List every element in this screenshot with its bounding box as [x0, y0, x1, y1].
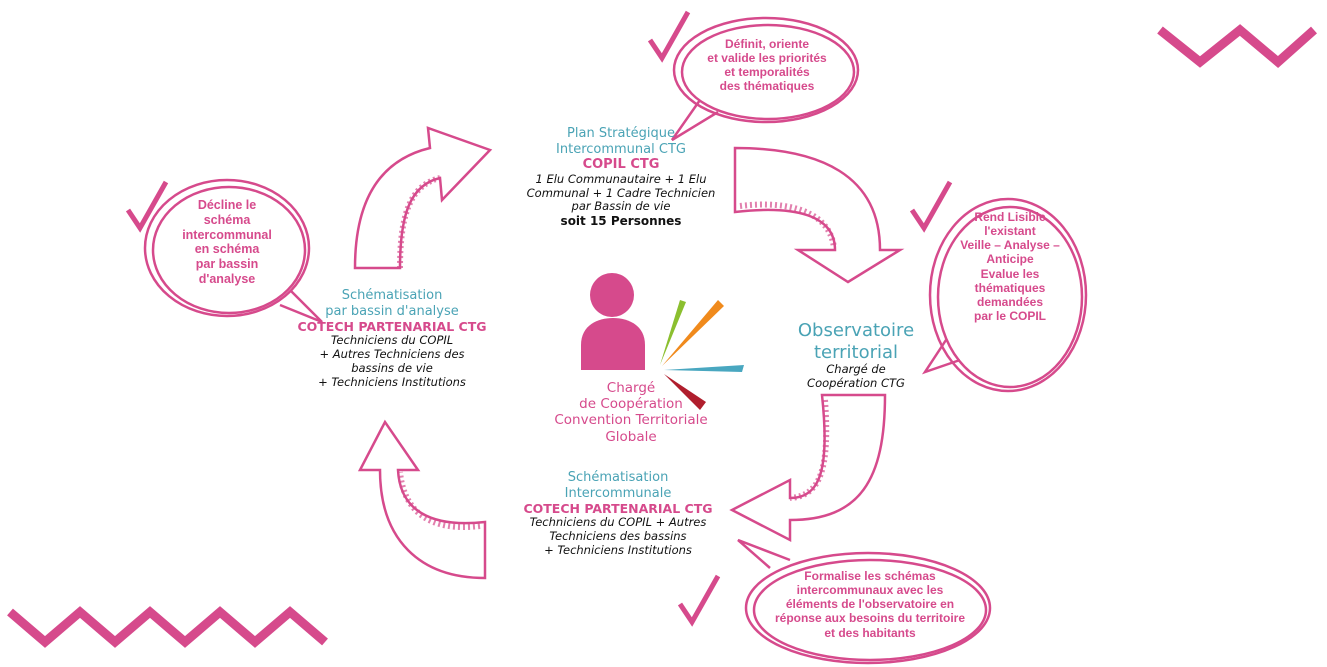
right-node-title1: Observatoire: [797, 320, 915, 341]
left-bubble-line: en schéma: [194, 242, 260, 257]
color-fan-icon: [660, 300, 744, 410]
top-node: Plan Stratégique Intercommunal CTG COPIL…: [506, 126, 736, 229]
left-bubble-line: d'analyse: [198, 271, 256, 286]
left-node-desc2: + Autres Techniciens des: [319, 346, 465, 361]
top-bubble-line: des thématiques: [719, 79, 815, 94]
bottom-bubble-line: Formalise les schémas: [804, 569, 936, 583]
left-node-desc1: Techniciens du COPIL: [330, 333, 454, 348]
bottom-bubble-text: Formalise les schémas intercommunaux ave…: [752, 569, 988, 640]
zigzag-top-right: [1157, 24, 1317, 68]
bottom-node-desc2: Techniciens des bassins: [549, 528, 687, 543]
right-node: Observatoire territorial Chargé de Coopé…: [776, 320, 936, 391]
bottom-node-desc3: + Techniciens Institutions: [544, 542, 692, 557]
right-bubble-text: Rend Lisible l'existant Veille – Analyse…: [946, 210, 1074, 323]
bottom-node-desc1: Techniciens du COPIL + Autres: [529, 515, 707, 530]
checkmark-icon-bottom: [677, 574, 721, 627]
right-bubble-line: Evalue les: [980, 266, 1040, 281]
checkmark-icon-right: [909, 180, 953, 233]
center-label: Chargé de Coopération Convention Territo…: [540, 380, 722, 445]
left-node: Schématisation par bassin d'analyse COTE…: [278, 288, 506, 389]
checkmark-icon-top: [647, 10, 691, 63]
left-node-line1: Schématisation: [341, 288, 443, 303]
left-bubble-line: par bassin: [195, 257, 259, 271]
right-bubble-line: par le COPIL: [973, 309, 1047, 324]
top-node-title: COPIL CTG: [582, 157, 660, 173]
left-bubble-line: Décline le: [197, 198, 257, 212]
right-bubble-line: demandées: [976, 294, 1044, 309]
top-bubble-line: et valide les priorités: [707, 51, 827, 66]
top-node-line1: Plan Stratégique: [567, 126, 675, 141]
bottom-node: Schématisation Intercommunale COTECH PAR…: [500, 470, 736, 558]
arrow-left-to-top: [353, 126, 493, 270]
top-bubble-line: et temporalités: [724, 65, 810, 80]
right-bubble-line: thématiques: [974, 280, 1046, 295]
left-node-title: COTECH PARTENARIAL CTG: [297, 319, 487, 335]
top-node-desc4: soit 15 Personnes: [560, 214, 682, 229]
bottom-bubble-line: intercommunaux avec les: [796, 583, 944, 598]
top-node-desc3: par Bassin de vie: [571, 199, 671, 214]
left-bubble-shape: [143, 178, 323, 324]
person-icon: [581, 273, 645, 370]
bottom-bubble-shape: [737, 538, 992, 665]
top-node-line2: Intercommunal CTG: [556, 141, 686, 157]
right-bubble-line: Anticipe: [986, 252, 1034, 267]
right-node-desc2: Coopération CTG: [807, 375, 905, 390]
top-node-desc1: 1 Elu Communautaire + 1 Elu: [535, 171, 707, 186]
left-node-desc3: bassins de vie: [351, 360, 433, 375]
left-node-line2: par bassin d'analyse: [325, 303, 459, 319]
top-bubble-line: Définit, oriente: [724, 37, 809, 51]
arrow-bottom-to-left: [357, 419, 487, 580]
top-bubble-text: Définit, oriente et valide les priorités…: [688, 37, 846, 94]
top-bubble-shape: [670, 16, 860, 142]
right-bubble-line: l'existant: [984, 224, 1036, 239]
right-node-title2: territorial: [813, 341, 899, 363]
zigzag-bottom-left: [7, 606, 328, 648]
bottom-node-line1: Schématisation: [567, 470, 669, 485]
left-node-desc4: + Techniciens Institutions: [318, 374, 466, 389]
bottom-bubble-line: éléments de l'observatoire en: [785, 597, 955, 612]
center-line4: Globale: [605, 428, 657, 445]
center-line2: de Coopération: [579, 396, 683, 413]
left-bubble-line: schéma: [203, 212, 251, 227]
bottom-node-line2: Intercommunale: [564, 485, 672, 501]
center-line1: Chargé: [606, 380, 656, 396]
right-bubble-shape: [921, 197, 1088, 393]
left-bubble-line: intercommunal: [182, 227, 272, 242]
bottom-node-title: COTECH PARTENARIAL CTG: [523, 501, 713, 517]
right-bubble-line: Veille – Analyse –: [960, 238, 1060, 253]
top-node-desc2: Communal + 1 Cadre Technicien: [526, 185, 716, 200]
center-line3: Convention Territoriale: [554, 412, 708, 429]
left-bubble-text: Décline le schéma intercommunal en schém…: [167, 198, 287, 287]
arrow-right-to-bottom: [729, 393, 887, 543]
right-bubble-line: Rend Lisible: [974, 210, 1046, 224]
bottom-bubble-line: et des habitants: [824, 625, 916, 640]
checkmark-icon-left: [125, 180, 169, 233]
right-node-desc1: Chargé de: [826, 362, 886, 377]
arrow-top-to-right: [733, 146, 905, 284]
bottom-bubble-line: réponse aux besoins du territoire: [774, 611, 966, 626]
